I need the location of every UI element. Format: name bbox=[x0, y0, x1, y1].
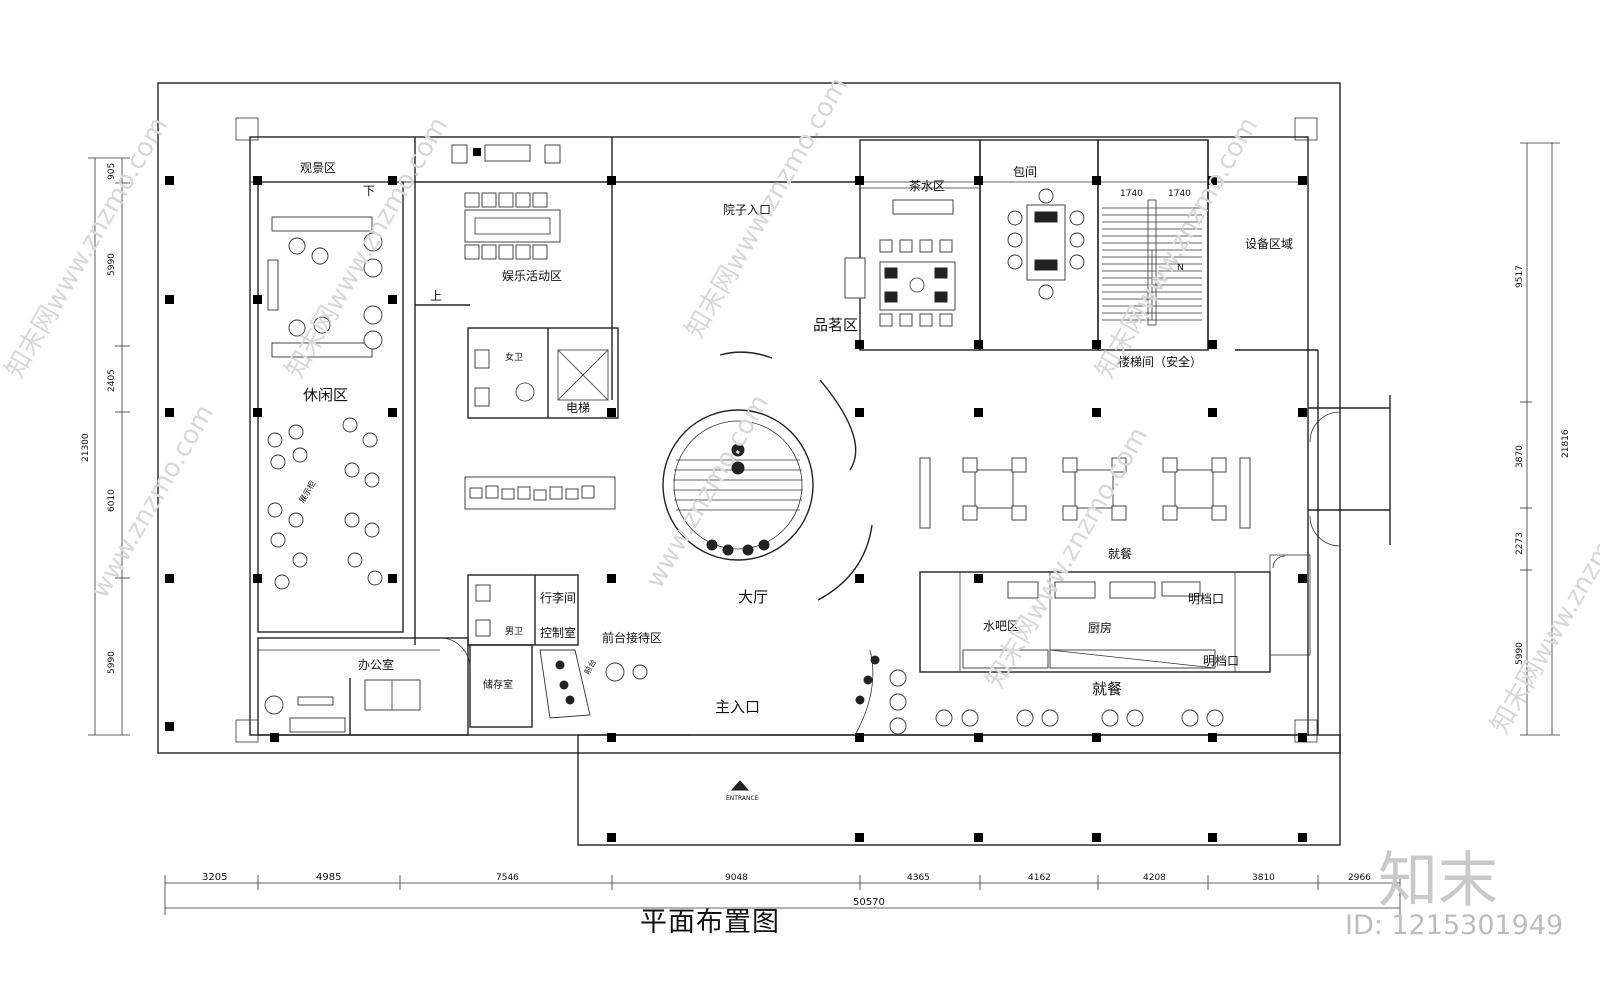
label-elevator: 电梯 bbox=[566, 401, 590, 415]
dim-left-2: 5990 bbox=[107, 253, 117, 276]
label-luggage: 行李间 bbox=[540, 590, 576, 605]
office-furniture bbox=[264, 679, 421, 733]
right-wing-walls bbox=[859, 139, 1391, 735]
label-lobby: 大厅 bbox=[738, 588, 768, 606]
room-labels: 观景区 休闲区 办公室 娱乐活动区 院子入口 茶水区 品茗区 包间 楼梯间（安全… bbox=[297, 161, 1293, 716]
core-block bbox=[467, 327, 619, 419]
label-open-stall-1: 明档口 bbox=[1188, 592, 1224, 606]
dim-left-4: 6010 bbox=[107, 489, 117, 512]
watermarks: 知末网www.znzmo.com www.znzmo.com 知末网www.zn… bbox=[0, 72, 1600, 738]
label-tea-tasting: 品茗区 bbox=[813, 316, 858, 334]
label-shelf: 展示柜 bbox=[297, 479, 318, 505]
dim-left-5: 5990 bbox=[107, 651, 117, 674]
dim-right-1: 9517 bbox=[1515, 265, 1525, 288]
dim-bottom-9: 2966 bbox=[1348, 873, 1371, 883]
dim-bottom-8: 3810 bbox=[1252, 873, 1275, 883]
reception-furniture bbox=[539, 649, 648, 719]
leisure-furniture bbox=[267, 216, 383, 590]
label-leisure: 休闲区 bbox=[303, 386, 348, 404]
lobby-centerpiece bbox=[662, 351, 873, 601]
stair-dim-2: 1740 bbox=[1168, 189, 1191, 199]
doors bbox=[439, 411, 1341, 736]
dim-bottom-6: 4162 bbox=[1028, 873, 1051, 883]
label-tea-water: 茶水区 bbox=[909, 178, 945, 193]
label-water-bar: 水吧区 bbox=[983, 619, 1019, 633]
brand-logo-text: 知末 bbox=[1378, 846, 1498, 916]
watermark-5: www.znzmo.com bbox=[640, 390, 775, 594]
bottom-dimensions: 3205 4985 7546 9048 4365 4162 4208 3810 … bbox=[164, 872, 1401, 915]
dim-bottom-3: 7546 bbox=[496, 873, 519, 883]
watermark-1: 知末网www.znzmo.com bbox=[0, 112, 174, 383]
label-front-desk: 前台 bbox=[582, 657, 599, 676]
entertainment-furniture bbox=[451, 144, 616, 510]
dim-right-3: 2273 bbox=[1515, 532, 1525, 555]
image-id-label: ID: 1215301949 bbox=[1345, 910, 1564, 941]
label-private-room: 包间 bbox=[1013, 165, 1037, 179]
label-female-wc: 女卫 bbox=[505, 351, 523, 363]
stairs bbox=[1102, 199, 1202, 326]
dim-left-1: 905 bbox=[107, 163, 117, 180]
watermark-6: 知末网www.znzmo.com bbox=[1090, 112, 1264, 383]
tea-tasting-furniture bbox=[844, 199, 956, 327]
watermark-8: 知末网www.znzmo.com bbox=[1485, 467, 1600, 738]
label-reception: 前台接待区 bbox=[602, 630, 662, 645]
label-dining-2: 就餐 bbox=[1092, 680, 1122, 698]
dim-bottom-total: 50570 bbox=[853, 897, 885, 908]
dim-bottom-5: 4365 bbox=[907, 873, 930, 883]
dim-left-3: 2405 bbox=[107, 369, 117, 392]
label-stairwell: 楼梯间（安全） bbox=[1118, 354, 1202, 369]
dim-right-4: 5990 bbox=[1515, 642, 1525, 665]
kitchen-equipment bbox=[962, 581, 1216, 669]
label-main-entry: 主入口 bbox=[715, 698, 760, 716]
label-male-wc: 男卫 bbox=[505, 626, 523, 637]
label-open-stall-2: 明档口 bbox=[1203, 654, 1239, 668]
label-viewing: 观景区 bbox=[300, 161, 336, 175]
columns bbox=[165, 148, 1307, 842]
dim-left-total: 21300 bbox=[81, 433, 91, 462]
right-dimensions: 9517 3870 2273 5990 21816 bbox=[1515, 142, 1571, 736]
label-courtyard-entry: 院子入口 bbox=[723, 203, 771, 217]
entrance-sign-text: ENTRANCE bbox=[726, 795, 759, 802]
dim-bottom-2: 4985 bbox=[316, 872, 341, 883]
dim-right-2: 3870 bbox=[1515, 445, 1525, 468]
stair-dim-1: 1740 bbox=[1120, 189, 1143, 199]
dim-bottom-1: 3205 bbox=[202, 872, 227, 883]
label-kitchen: 厨房 bbox=[1088, 620, 1112, 635]
label-control: 控制室 bbox=[540, 625, 576, 640]
label-north: N bbox=[1177, 263, 1184, 273]
left-wing-walls bbox=[250, 137, 860, 736]
dim-right-total: 21816 bbox=[1561, 429, 1571, 458]
dim-bottom-4: 9048 bbox=[725, 873, 748, 883]
label-office: 办公室 bbox=[358, 657, 394, 672]
label-equipment: 设备区域 bbox=[1245, 237, 1293, 251]
dim-bottom-7: 4208 bbox=[1143, 873, 1166, 883]
label-dining-1: 就餐 bbox=[1108, 546, 1132, 561]
label-entertainment: 娱乐活动区 bbox=[502, 269, 562, 283]
label-down: 下 bbox=[363, 184, 375, 198]
drawing-title: 平面布置图 bbox=[640, 907, 780, 938]
watermark-4: 知末网www.znzmo.com bbox=[680, 72, 854, 343]
dining-furniture bbox=[854, 457, 1251, 736]
watermark-2: www.znzmo.com bbox=[85, 400, 220, 604]
entrance-sign: ENTRANCE bbox=[726, 780, 759, 802]
service-block bbox=[467, 574, 579, 728]
private-room-furniture bbox=[1007, 188, 1085, 300]
left-dimensions: 905 5990 2405 6010 5990 21300 bbox=[81, 157, 130, 736]
label-storage: 储存室 bbox=[483, 678, 513, 691]
label-up: 上 bbox=[430, 289, 442, 303]
